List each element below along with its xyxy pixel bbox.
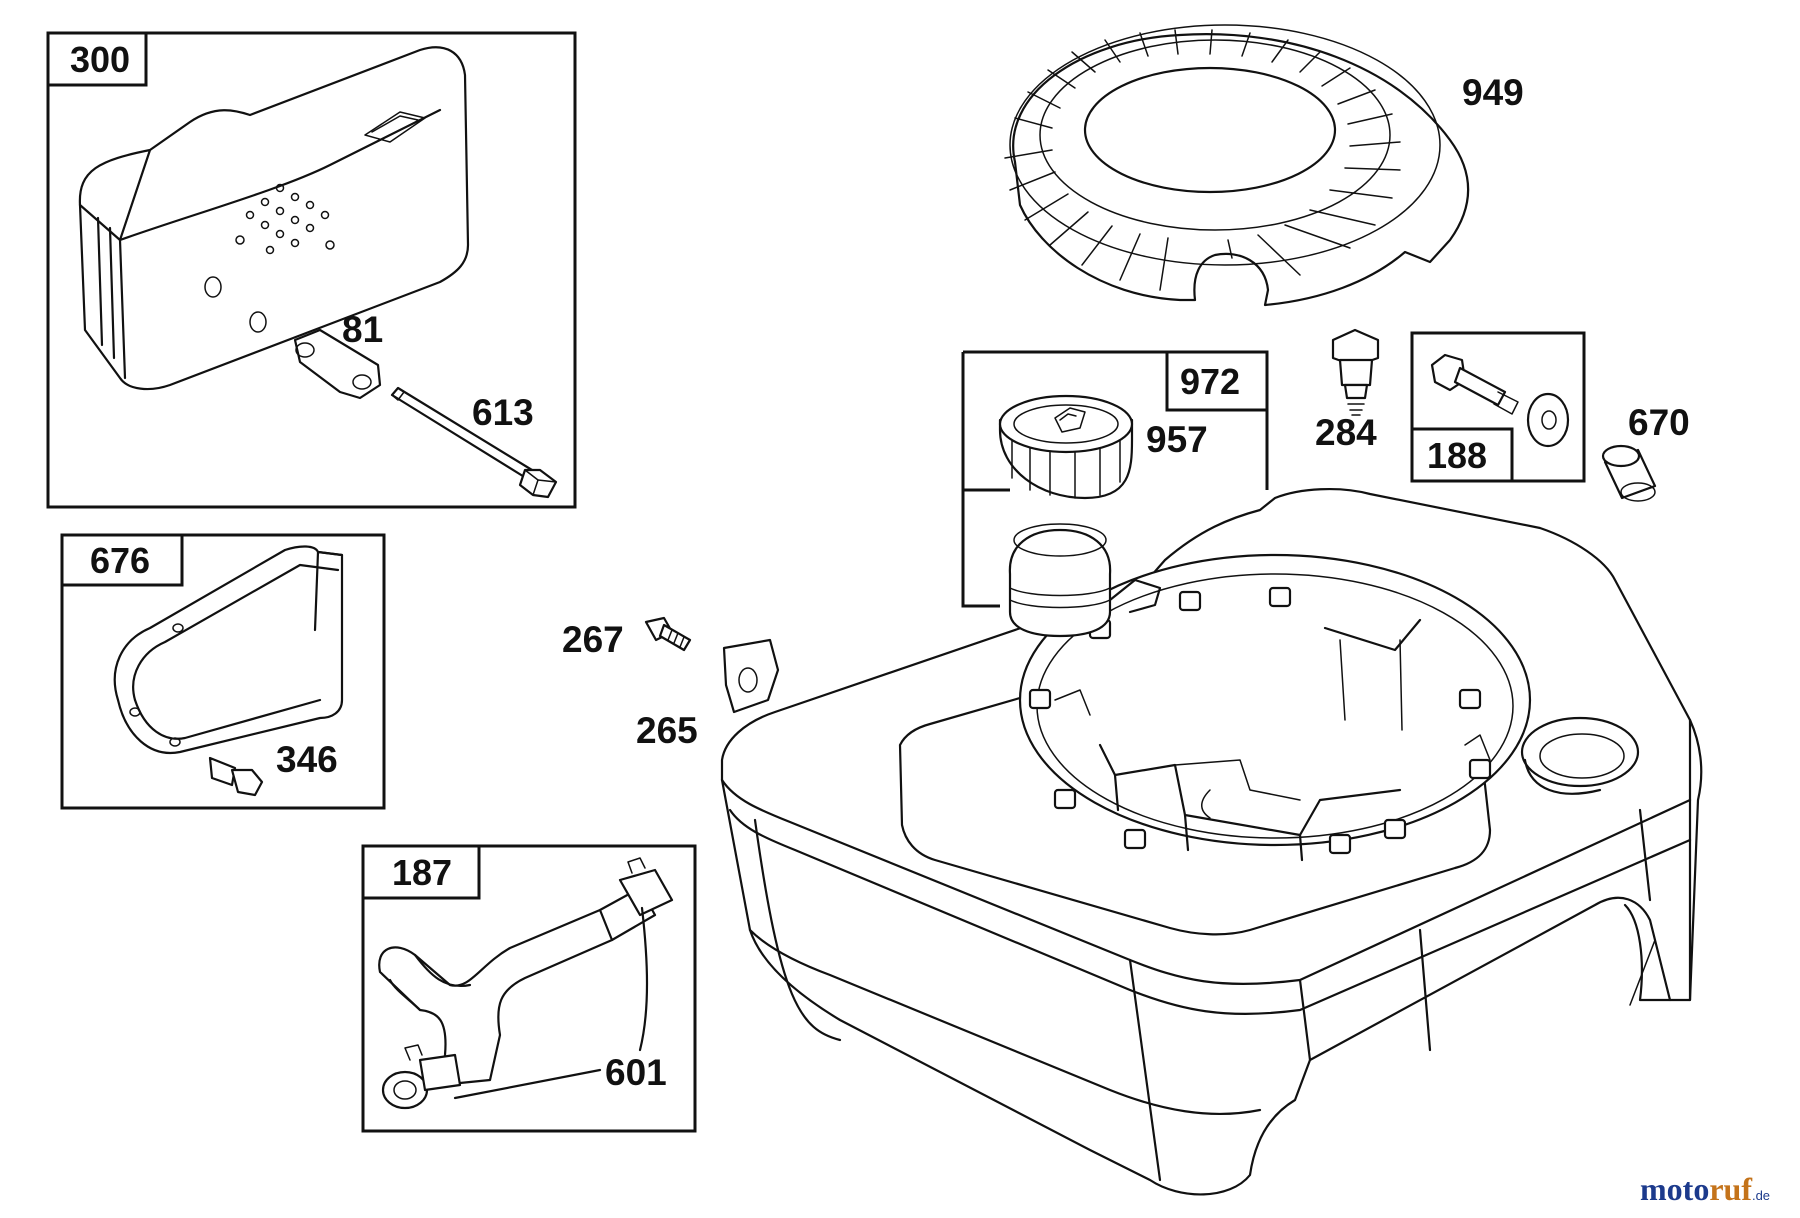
washer xyxy=(1526,392,1570,448)
shoulder-screw-illustration xyxy=(1331,328,1380,416)
motoruf-watermark: motoruf.de xyxy=(1640,1171,1770,1207)
part-number-957: 957 xyxy=(1146,419,1208,460)
watermark-text-2: ruf xyxy=(1709,1171,1752,1207)
muffler-guard-illustration xyxy=(113,545,344,755)
fuel-cap-illustration xyxy=(998,394,1134,500)
part-number-267: 267 xyxy=(562,619,624,660)
recoil-cover-illustration xyxy=(1004,24,1470,307)
part-number-81: 81 xyxy=(342,309,383,350)
part-number-949: 949 xyxy=(1462,72,1524,113)
watermark-text-1: moto xyxy=(1640,1171,1709,1207)
small-screw-illustration xyxy=(644,616,692,652)
watermark-suffix: .de xyxy=(1752,1188,1770,1203)
part-number-346: 346 xyxy=(276,739,338,780)
tank-center-opening xyxy=(1018,553,1532,847)
part-number-265: 265 xyxy=(636,710,698,751)
muffler-group: 300 xyxy=(46,31,577,509)
screw-group: 188 xyxy=(1410,331,1586,483)
muffler-vent-holes xyxy=(204,183,335,333)
recoil-cover-opening xyxy=(1083,66,1337,194)
leader-line-601a xyxy=(638,906,649,1052)
part-number-613: 613 xyxy=(472,392,534,433)
part-number-676: 676 xyxy=(90,540,150,581)
clip-illustration xyxy=(722,638,780,714)
muffler-box-frame xyxy=(46,31,577,509)
lock-plate-illustration xyxy=(293,328,382,400)
spacer-illustration xyxy=(1601,444,1657,502)
part-number-187: 187 xyxy=(392,852,452,893)
hose-group: 187 601 xyxy=(361,844,697,1133)
muffler-illustration xyxy=(78,46,470,391)
guard-group: 676 346 xyxy=(60,533,386,810)
stud-illustration xyxy=(390,386,558,499)
cap-group: 972 957 xyxy=(961,350,1269,608)
guard-screw-illustration xyxy=(208,756,264,797)
tank-filler-neck xyxy=(1008,528,1112,638)
fuel-tank-illustration xyxy=(720,487,1703,1196)
part-number-601: 601 xyxy=(605,1052,667,1093)
part-number-284: 284 xyxy=(1315,412,1377,453)
screw-illustration xyxy=(1430,353,1570,448)
hose-box-tab xyxy=(361,844,481,900)
screw-box-tab xyxy=(1410,427,1514,483)
fuel-hose-illustration xyxy=(378,857,674,1110)
guard-box-tab xyxy=(60,533,184,587)
part-number-972: 972 xyxy=(1180,361,1240,402)
tank-side-pocket xyxy=(1520,716,1640,788)
muffler-box-tab xyxy=(46,31,148,87)
cap-box-tab xyxy=(1165,350,1269,412)
hose-box-frame xyxy=(361,844,697,1133)
svg-text:motoruf.de: motoruf.de xyxy=(1640,1171,1770,1207)
guard-box-frame xyxy=(60,533,386,810)
part-number-300: 300 xyxy=(70,39,130,80)
leader-line-601b xyxy=(453,1068,602,1100)
part-number-670: 670 xyxy=(1628,402,1690,443)
part-number-188: 188 xyxy=(1427,435,1487,476)
recoil-cover-ribs xyxy=(1004,29,1401,291)
